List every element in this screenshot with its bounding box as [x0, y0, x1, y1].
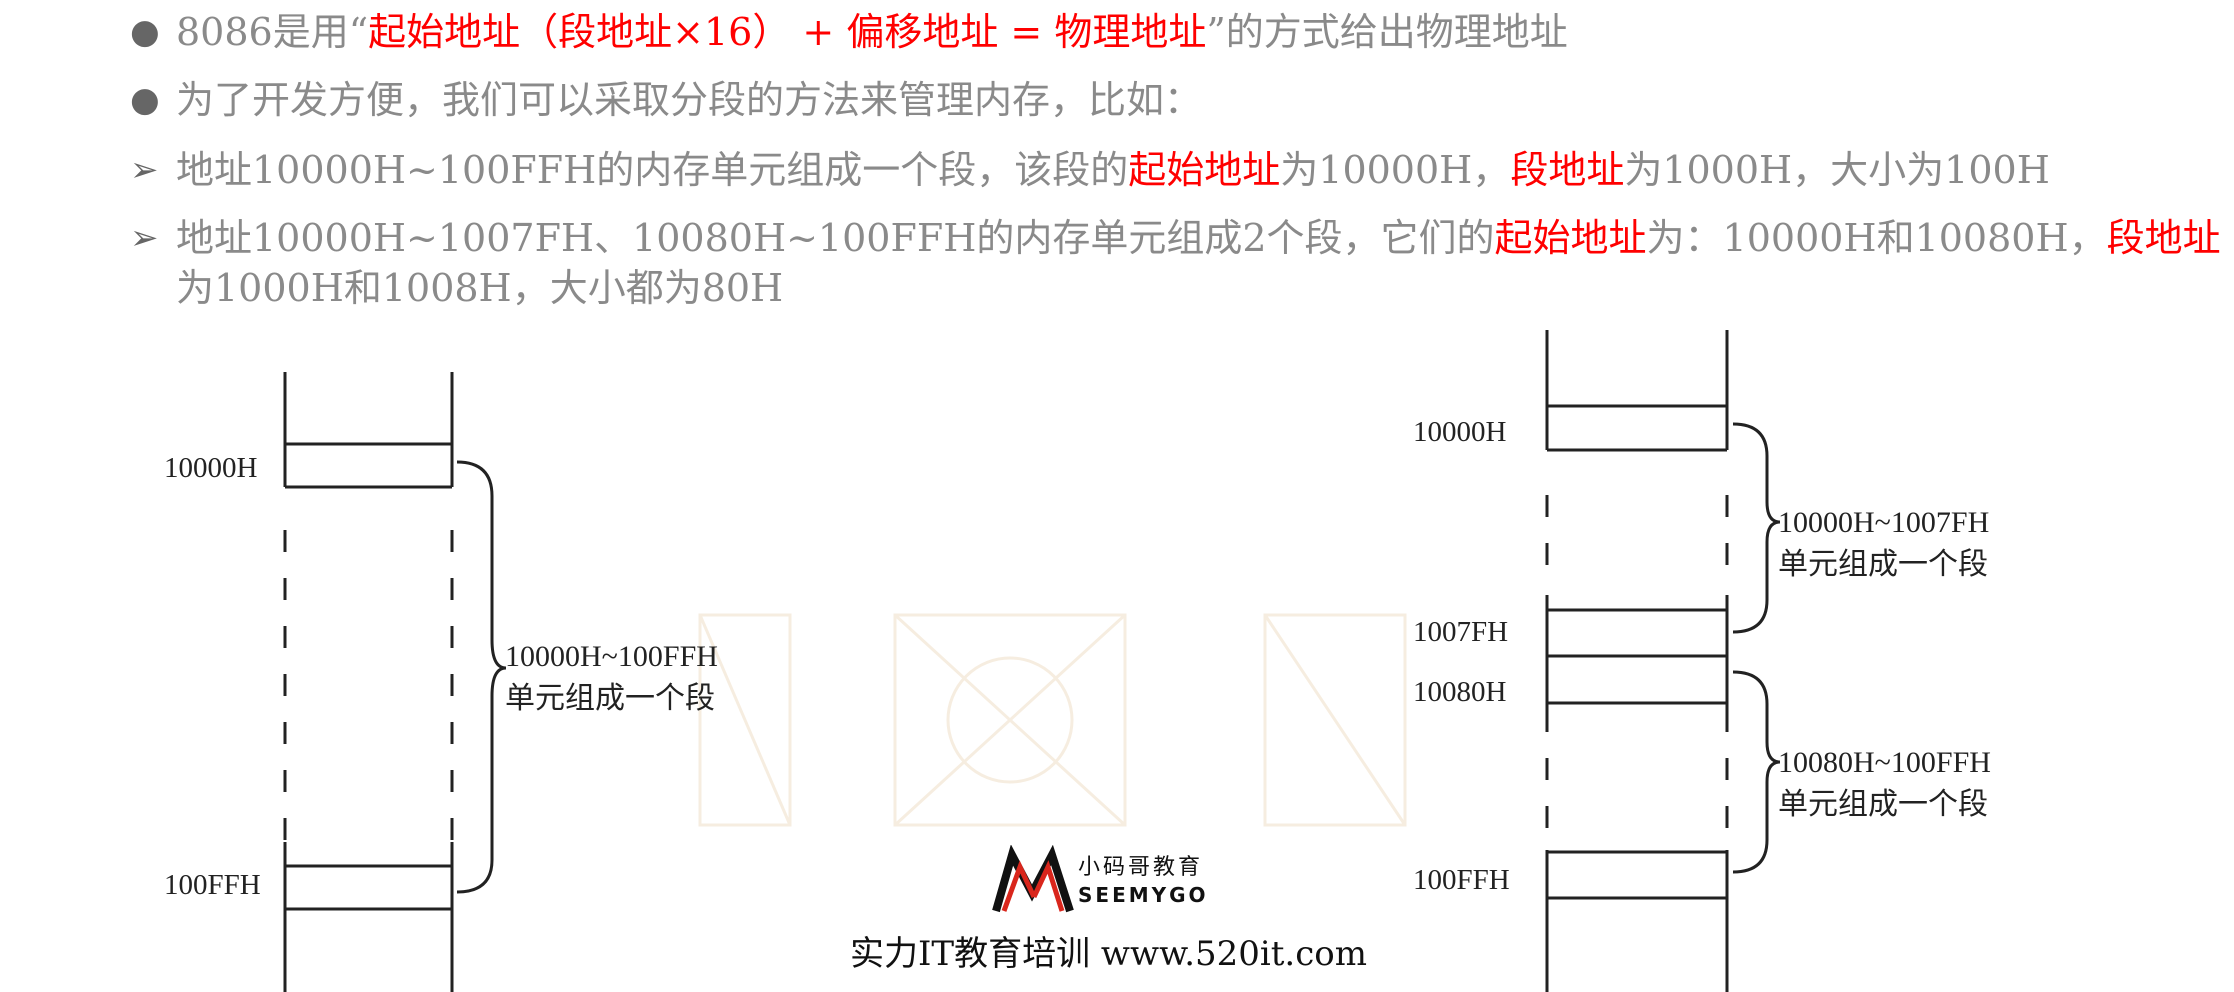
- bullet-dot-icon: ●: [130, 80, 160, 120]
- seemygo-logo-icon: [992, 845, 1074, 913]
- bullet-4-seg1: 地址10000H~1007FH、10080H~100FFH的内存单元组成2个段，…: [176, 216, 1495, 260]
- bullet-1-pre: 8086是用“: [176, 10, 369, 54]
- bullet-4-red1: 起始地址: [1494, 216, 1647, 260]
- bullet-3-red1: 起始地址: [1128, 148, 1281, 192]
- left-brace-label-range: 10000H~100FFH: [505, 640, 718, 673]
- right-addr-10080h: 10080H: [1413, 676, 1507, 708]
- brand-name-en: SEEMYGO: [1078, 883, 1209, 907]
- right-addr-1007fh: 1007FH: [1413, 616, 1508, 648]
- left-addr-10000h: 10000H: [164, 452, 258, 484]
- bullet-1-red: 起始地址（段地址×16） + 偏移地址 = 物理地址: [368, 10, 1207, 54]
- watermark-ornament: [698, 613, 1407, 827]
- bullet-4-seg2: 为：10000H和10080H，: [1646, 216, 2107, 260]
- bullet-2-text: 为了开发方便，我们可以采取分段的方法来管理内存，比如：: [176, 78, 1203, 122]
- brand-logo: 小码哥教育 SEEMYGO: [990, 845, 1250, 920]
- bullet-4-line2: 为1000H和1008H，大小都为80H: [176, 266, 784, 310]
- arrow-bullet-icon: ➢: [130, 150, 159, 190]
- left-memory-diagram: [283, 372, 507, 992]
- right-brace1-label-range: 10000H~1007FH: [1778, 506, 1989, 539]
- footer-slogan: 实力IT教育培训 www.520it.com: [850, 934, 1367, 974]
- right-addr-10000h: 10000H: [1413, 416, 1507, 448]
- left-addr-100ffh: 100FFH: [164, 869, 261, 901]
- bullet-3-seg1: 地址10000H~100FFH的内存单元组成一个段，该段的: [176, 148, 1129, 192]
- right-addr-100ffh: 100FFH: [1413, 864, 1510, 896]
- bullet-4-red2: 段地址: [2106, 216, 2221, 260]
- bullet-3-seg3: 为1000H，大小为100H: [1624, 148, 2050, 192]
- right-brace2-label-desc: 单元组成一个段: [1778, 788, 1988, 821]
- bullet-1-post: ”的方式给出物理地址: [1206, 10, 1568, 54]
- bullet-3-red2: 段地址: [1510, 148, 1625, 192]
- right-brace1-label-desc: 单元组成一个段: [1778, 548, 1988, 581]
- left-brace-label-desc: 单元组成一个段: [505, 682, 715, 715]
- bullet-dot-icon: ●: [130, 12, 160, 52]
- right-memory-diagram: [1545, 330, 1781, 992]
- right-brace2-label-range: 10080H~100FFH: [1778, 746, 1991, 779]
- brand-name-cn: 小码哥教育: [1078, 855, 1204, 880]
- bullet-3-seg2: 为10000H，: [1280, 148, 1511, 192]
- arrow-bullet-icon: ➢: [130, 218, 159, 258]
